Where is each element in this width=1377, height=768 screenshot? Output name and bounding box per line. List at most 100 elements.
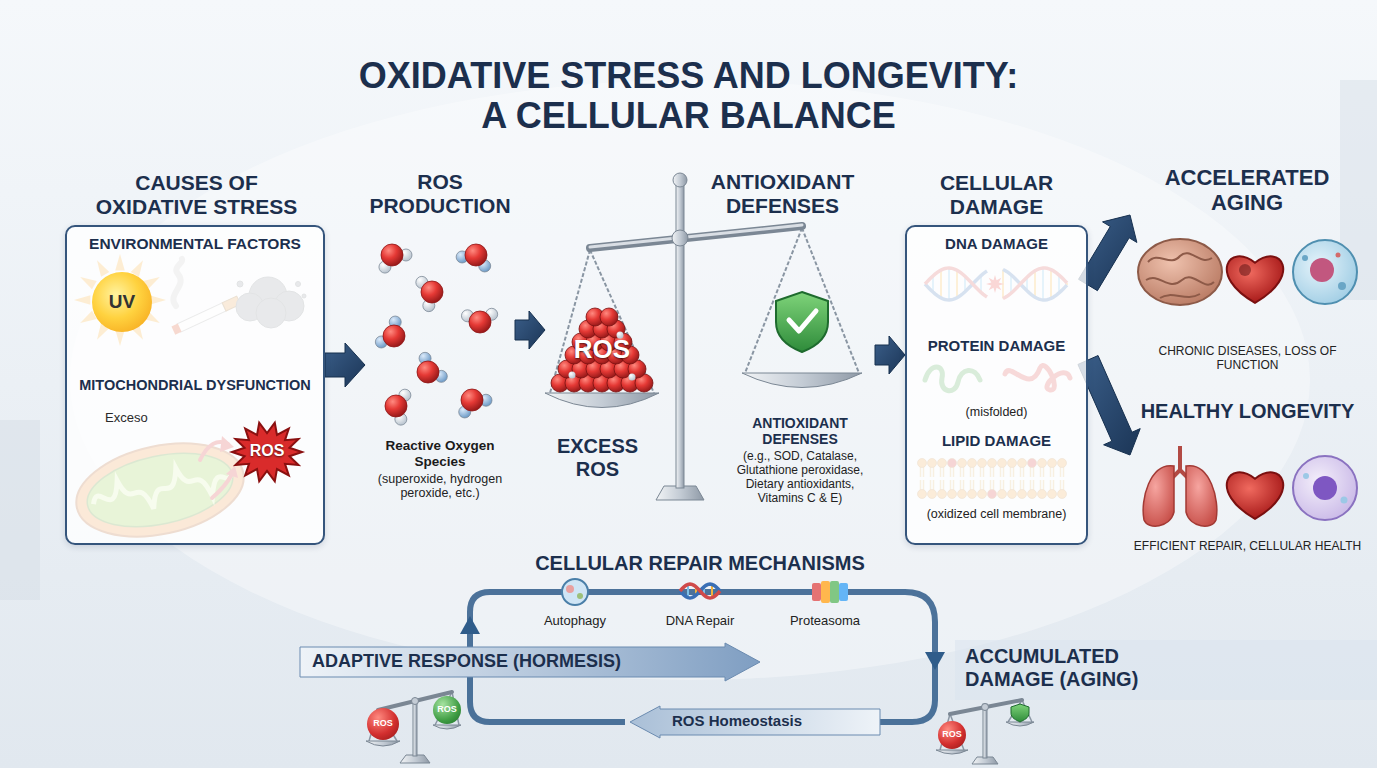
ros-production-panel: ROS PRODUCTIONReactive Oxygen Species(su…: [365, 170, 515, 530]
background: [0, 420, 40, 600]
balance-scale: [742, 373, 862, 388]
balance-scale: [590, 226, 802, 248]
node-text: (misfolded): [907, 405, 1086, 419]
background: [955, 640, 1377, 700]
node-text: DNA Repair: [655, 614, 745, 629]
ros-molecules: [383, 325, 405, 347]
small-scale-left: [366, 692, 461, 763]
small-scale-left: [412, 698, 419, 705]
repair-icons: [821, 581, 830, 603]
balance-scale: [789, 311, 816, 331]
node-heading: ANTIOXIDANT DEFENSES: [695, 170, 870, 218]
longevity-group: HEALTHY LONGEVITYEFFICIENT REPAIR, CELLU…: [1130, 400, 1365, 575]
repair-loop: [460, 616, 480, 634]
balance-scale: [550, 228, 859, 393]
aging-icons: [1336, 253, 1341, 258]
repair-loop: [925, 652, 945, 670]
longevity-icons: [1341, 497, 1348, 504]
node-text: ENVIRONMENTAL FACTORS: [67, 235, 323, 253]
ros-sphere: [600, 308, 618, 326]
ros-molecules: [417, 352, 447, 383]
flow-arrow: [875, 336, 905, 374]
aging-icons: [1310, 258, 1334, 282]
ros-molecules: [375, 244, 497, 425]
node-text: (oxidized cell membrane): [907, 507, 1086, 521]
ros-molecules: [379, 244, 412, 273]
balance-scale: [776, 292, 828, 352]
node-text: CHRONIC DISEASES, LOSS OF FUNCTION: [1130, 345, 1365, 373]
ros-molecules: [385, 389, 411, 425]
ros-molecules: [461, 389, 483, 411]
balance-scale: [673, 173, 687, 187]
aging-icons: [1338, 282, 1346, 290]
ros-molecules: [417, 361, 439, 383]
hydrogen-sphere: [629, 374, 636, 381]
uv-sun: UV: [92, 272, 152, 332]
aging-group: ACCELERATED AGING CHRONIC DISEASES, LOSS …: [1130, 165, 1365, 390]
longevity-icons: [1227, 472, 1283, 518]
small-scale-right: [982, 704, 989, 711]
node-text: (e.g., SOD, Catalase, Glutathione peroxi…: [730, 450, 870, 505]
aging-icons: [1227, 256, 1283, 302]
flow-arrow: [325, 343, 365, 387]
node-text: Autophagy: [530, 614, 620, 629]
longevity-icons: [1303, 473, 1309, 479]
repair-icons: [680, 584, 720, 598]
node-heading: ROS: [433, 704, 461, 714]
longevity-icons: [1143, 446, 1357, 526]
title: OXIDATIVE STRESS AND LONGEVITY: A CELLUL…: [346, 56, 1031, 137]
node-heading: ROS PRODUCTION: [355, 170, 525, 218]
small-scale-right: [936, 750, 968, 754]
small-scale-right: [983, 704, 987, 758]
small-scale-right: [1006, 722, 1034, 726]
cause-panel: UVROSCAUSES OF OXIDATIVE STRESSENVIRONME…: [65, 225, 325, 545]
small-scale-right: [936, 700, 1034, 764]
ros-molecules: [375, 316, 405, 348]
damage-panel: CELLULAR DAMAGEDNA DAMAGEPROTEIN DAMAGE(…: [905, 225, 1088, 545]
small-scale-left: [433, 725, 461, 729]
node-heading: ROS: [938, 729, 966, 739]
node-text: EXCESS ROS: [550, 435, 645, 481]
node-text: Reactive Oxygen Species: [360, 438, 520, 469]
aging-icons: [1146, 277, 1214, 284]
arrow-band: [300, 643, 760, 681]
aging-icons: [1227, 256, 1283, 302]
aging-icons: [1293, 240, 1357, 304]
small-scale-right: [1011, 704, 1029, 722]
repair-icons: [680, 584, 720, 598]
arrow-band: [630, 706, 880, 738]
repair-icons: [839, 583, 848, 601]
balance-panel: ROSANTIOXIDANT DEFENSESEXCESS ROSANTIOXI…: [545, 165, 875, 535]
node-heading: ROS Homeostasis: [672, 712, 862, 729]
small-scale-left: [413, 700, 417, 756]
repair-icons: [680, 584, 720, 598]
node-heading: ADAPTIVE RESPONSE (HORMESIS): [312, 651, 712, 672]
balance-scale: [590, 225, 802, 247]
ros-molecules: [421, 281, 443, 303]
node-heading: ACCELERATED AGING: [1132, 165, 1362, 216]
ros-molecules: [461, 308, 497, 333]
node-heading: CELLULAR DAMAGE: [907, 171, 1086, 219]
longevity-icons: [1143, 466, 1174, 526]
repair-icons: [562, 579, 848, 605]
aging-icons: [1146, 253, 1214, 298]
longevity-icons: [1293, 456, 1357, 520]
ros-molecules: [456, 244, 491, 272]
longevity-icons: [1227, 472, 1283, 518]
hydrogen-sphere: [569, 372, 576, 379]
node-text: MITOCHONDRIAL DYSFUNCTION: [67, 377, 323, 394]
node-heading: CAUSES OF OXIDATIVE STRESS: [84, 171, 309, 219]
longevity-icons: [1313, 476, 1337, 500]
repair-icons: [812, 583, 821, 601]
node-heading: ROS: [367, 718, 399, 728]
node-heading: ROS: [232, 442, 302, 460]
ros-burst: ROS: [232, 422, 302, 482]
ros-ball: ROS: [938, 721, 966, 749]
node-text: DNA DAMAGE: [907, 235, 1086, 252]
ros-molecules: [459, 389, 492, 418]
node-heading: HEALTHY LONGEVITY: [1130, 400, 1365, 423]
adaptive-arrow: ADAPTIVE RESPONSE (HORMESIS): [300, 643, 760, 681]
